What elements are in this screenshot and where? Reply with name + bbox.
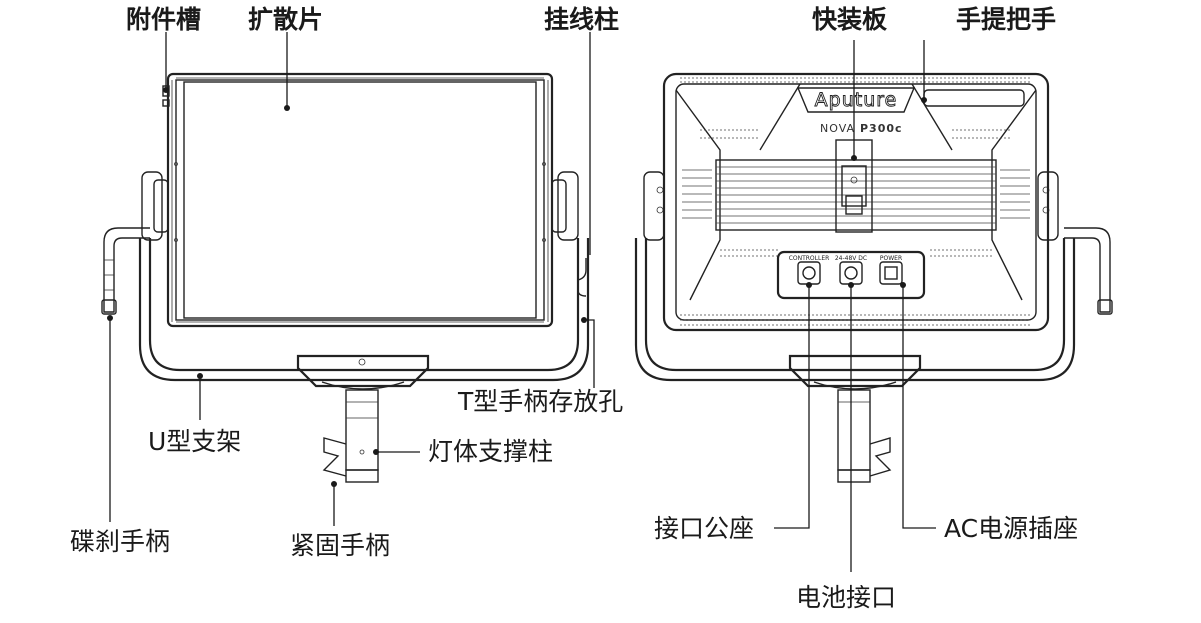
label-accessory-slot: 附件槽 (126, 5, 201, 34)
label-ac-power-socket: AC电源插座 (944, 514, 1078, 543)
label-connector-socket: 接口公座 (654, 514, 754, 543)
label-cable-post: 挂线柱 (544, 5, 619, 34)
label-battery-port: 电池接口 (796, 583, 896, 612)
brand-logo: Aputure (815, 89, 898, 111)
controller-port-label: CONTROLLER (789, 255, 830, 262)
label-tightening-handle: 紧固手柄 (290, 531, 390, 560)
dc-port-label: 24-48V DC (835, 255, 867, 262)
side-vents (682, 129, 1030, 257)
model-prefix: NOVA (820, 122, 855, 135)
label-u-bracket: U型支架 (148, 427, 241, 456)
top-vent-grille (680, 77, 1032, 326)
label-t-handle-storage: T型手柄存放孔 (457, 387, 623, 416)
label-brake-handle: 碟刹手柄 (70, 527, 170, 556)
labels: 附件槽 扩散片 挂线柱 T型手柄存放孔 U型支架 灯体支撑柱 碟刹手柄 紧固手柄… (70, 5, 1078, 612)
power-port-label: POWER (880, 255, 902, 262)
label-diffuser: 扩散片 (248, 5, 323, 34)
leader-lines (107, 32, 936, 572)
model-suffix: P300c (860, 122, 903, 135)
port-dc: 24-48V DC (835, 255, 867, 285)
label-light-support-post: 灯体支撑柱 (428, 437, 553, 466)
label-quick-release-plate: 快装板 (812, 5, 887, 34)
port-controller: CONTROLLER (789, 255, 830, 285)
label-carry-handle: 手提把手 (956, 5, 1056, 34)
heatsink-fins (715, 159, 997, 231)
port-power: POWER (879, 255, 903, 285)
front-view-illustration (101, 72, 590, 483)
back-view-illustration: Aputure NOVA P300c CONTROLLER 24-48V DC … (634, 72, 1113, 483)
